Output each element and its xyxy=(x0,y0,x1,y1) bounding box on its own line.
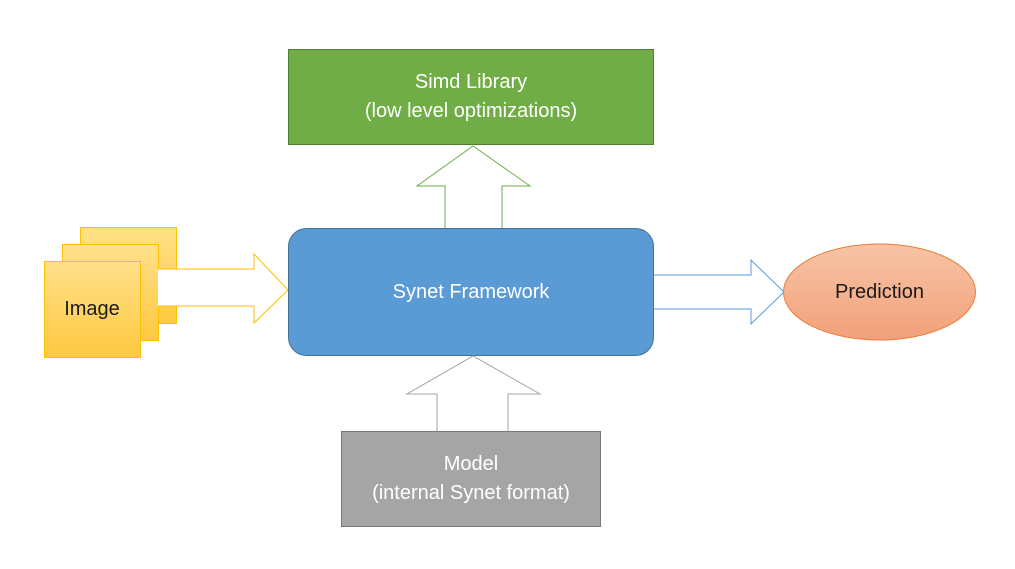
model-subtitle: (internal Synet format) xyxy=(372,482,570,504)
simd-library-box xyxy=(288,49,654,145)
simd-library-title: Simd Library xyxy=(414,71,528,93)
model-box xyxy=(341,431,601,527)
simd-library-subtitle: (low level optimizations) xyxy=(364,100,578,122)
synet-framework-label: Synet Framework xyxy=(288,228,654,356)
image-stack xyxy=(44,227,177,358)
image-page-front xyxy=(44,261,141,358)
arrow-synet-to-simd xyxy=(415,145,532,228)
arrow-image-to-synet xyxy=(158,252,289,325)
synet-framework-box xyxy=(288,228,654,356)
simd-library-label: Simd Library (low level optimizations) xyxy=(288,49,654,145)
arrow-model-to-synet xyxy=(405,355,542,431)
prediction-ellipse xyxy=(783,243,976,341)
model-label: Model (internal Synet format) xyxy=(341,431,601,527)
image-label: Image xyxy=(44,261,140,357)
prediction-label: Prediction xyxy=(783,244,976,340)
synet-framework-title: Synet Framework xyxy=(392,280,550,303)
image-title: Image xyxy=(64,297,120,320)
arrow-synet-to-prediction xyxy=(654,258,785,326)
prediction-title: Prediction xyxy=(835,280,924,303)
model-title: Model xyxy=(443,453,499,475)
